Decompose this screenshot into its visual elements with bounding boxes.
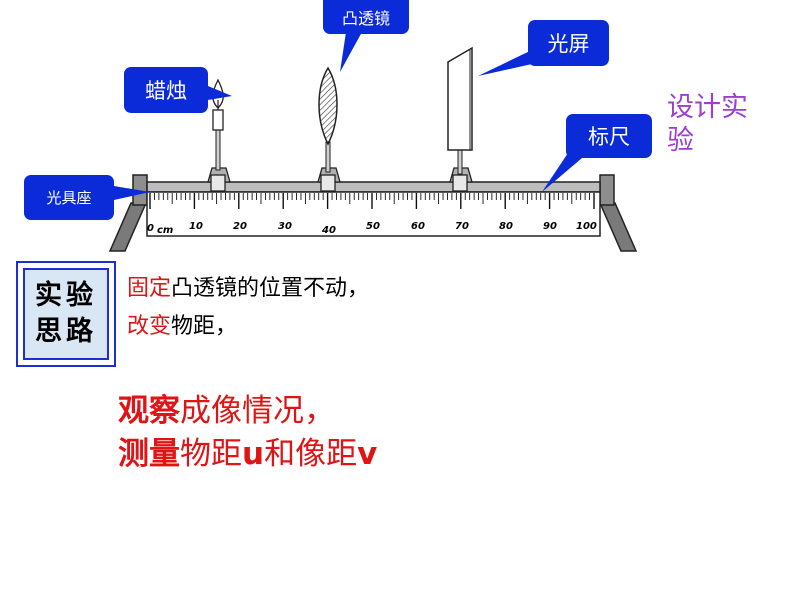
step-measure-part2: 和像距	[264, 436, 358, 472]
experiment-idea-box-inner: 实验 思路	[23, 268, 109, 360]
candle-body	[212, 109, 224, 131]
step-measure-u: u	[242, 436, 265, 472]
ruler-tick-label-10: 10	[189, 221, 203, 232]
screen-holder	[447, 46, 473, 192]
step-observe-image: 观察成像情况，	[118, 385, 335, 430]
candle-label-text: 蜡烛	[145, 79, 187, 103]
light-screen-icon	[447, 46, 473, 151]
ruler-tick-label-90: 90	[543, 221, 557, 232]
candle-label: 蜡烛	[124, 67, 208, 113]
bench-right-leg	[598, 202, 638, 252]
design-experiment-title: 设计实验	[667, 92, 748, 156]
ruler-face	[146, 191, 601, 237]
lens-holder	[317, 66, 341, 192]
ruler-tick-label-40: 40	[321, 225, 336, 236]
bench-left-leg	[108, 202, 148, 252]
experiment-idea-line-2: 思路	[35, 316, 97, 347]
ruler-labels: 0 cm 10 20 30 40 50 60 70 80 90 100	[147, 221, 597, 236]
ruler-label-text: 标尺	[588, 125, 630, 149]
ruler-tick-label-60: 60	[411, 221, 425, 232]
lens-label-text: 凸透镜	[341, 9, 390, 28]
step-observe-rest: 成像情况，	[180, 393, 335, 429]
ruler-callout-pointer	[542, 150, 582, 192]
bench-label-text: 光具座	[46, 189, 92, 207]
step-observe-verb: 观察	[118, 393, 180, 429]
step-measure-verb: 测量	[118, 436, 180, 472]
ruler-label: 标尺	[566, 114, 652, 158]
step-change-verb: 改变	[127, 314, 172, 339]
ruler-tick-label-70: 70	[455, 221, 469, 232]
step-change-distance: 改变物距，	[127, 308, 237, 340]
step-measure-distances: 测量物距u和像距v	[118, 428, 377, 473]
ruler-tick-label-100: 100	[576, 221, 597, 232]
bench-label: 光具座	[24, 175, 114, 220]
ruler-ticks	[149, 193, 595, 209]
step-measure-v: v	[357, 436, 378, 472]
screen-label-text: 光屏	[547, 32, 590, 56]
lens-label: 凸透镜	[323, 0, 409, 34]
ruler-tick-label-30: 30	[278, 221, 292, 232]
ruler-tick-label-0: 0	[147, 223, 154, 234]
ruler-tick-label-50: 50	[366, 221, 380, 232]
ruler-tick-label-20: 20	[233, 221, 247, 232]
bench-right-end	[599, 174, 615, 206]
step-measure-part1: 物距	[180, 436, 242, 472]
step-fix-lens: 固定凸透镜的位置不动，	[127, 270, 369, 302]
ruler-unit-label: cm	[157, 225, 173, 236]
lens-callout-pointer	[340, 32, 362, 72]
step-change-rest: 物距，	[171, 314, 238, 339]
bench-callout-pointer	[114, 186, 150, 200]
screen-callout-pointer	[478, 50, 532, 76]
optical-bench-diagram: 0 cm 10 20 30 40 50 60 70 80 90 100	[108, 32, 638, 252]
convex-lens-icon	[318, 66, 338, 146]
experiment-idea-line-1: 实验	[35, 280, 97, 311]
step-fix-verb: 固定	[127, 276, 172, 301]
ruler-tick-label-80: 80	[499, 221, 513, 232]
step-fix-rest: 凸透镜的位置不动，	[171, 276, 370, 301]
experiment-idea-box: 实验 思路	[16, 261, 116, 367]
screen-label: 光屏	[528, 20, 609, 66]
candle-callout-pointer	[208, 86, 232, 100]
